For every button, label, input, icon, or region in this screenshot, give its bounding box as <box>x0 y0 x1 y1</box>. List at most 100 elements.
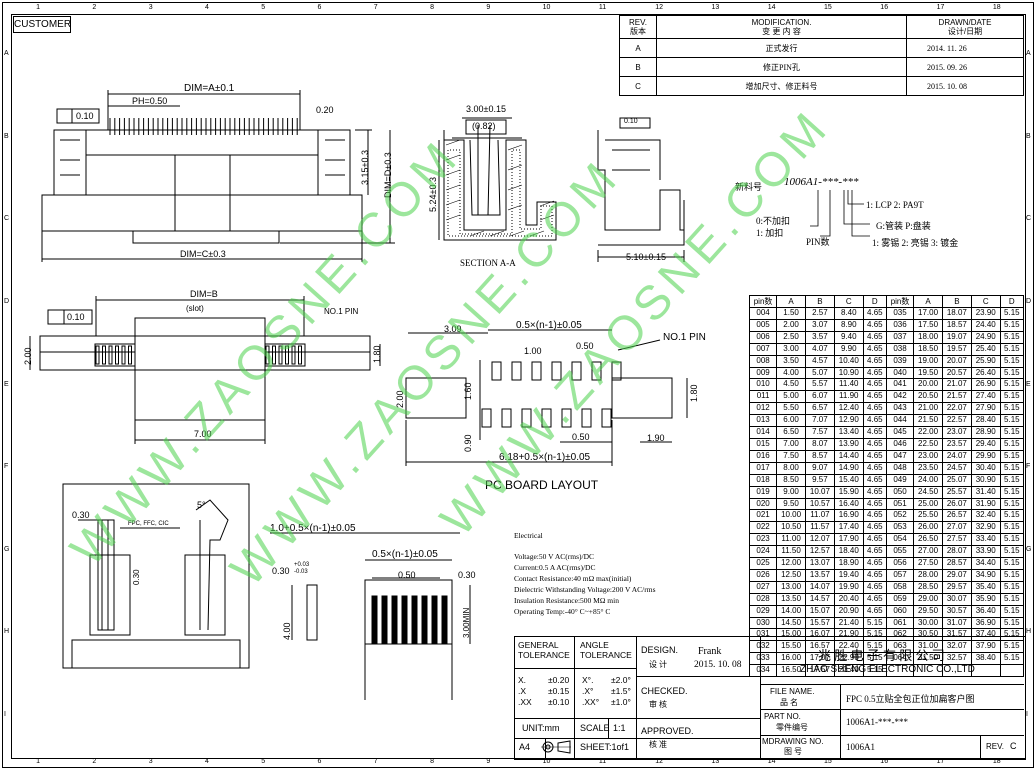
table-cell: 5.15 <box>999 533 1025 547</box>
table-cell: 34.90 <box>970 568 1001 582</box>
table-cell: 24.57 <box>941 461 972 475</box>
table-cell: 029 <box>748 604 778 618</box>
table-cell: 7.07 <box>805 414 835 428</box>
tolerance-value: ±0.20 <box>548 675 570 685</box>
dim-a: DIM=A±0.1 <box>184 83 235 94</box>
table-cell: 27.57 <box>941 533 972 547</box>
table-cell: 4.65 <box>862 307 887 320</box>
table-cell: 053 <box>885 521 915 535</box>
electrical-line: Contact Resistance:40 mΩ max(initial) <box>514 574 632 583</box>
table-cell: 5.15 <box>999 402 1025 416</box>
front-view <box>41 90 395 262</box>
table-cell: 29.00 <box>913 592 943 606</box>
table-cell <box>999 664 1025 678</box>
table-cell: 10.57 <box>805 497 835 511</box>
pcb-100: 1.00 <box>524 346 542 356</box>
table-cell: 4.65 <box>862 604 887 618</box>
table-cell: 024 <box>748 545 778 559</box>
table-cell: 6.00 <box>776 414 806 428</box>
table-cell: 36.90 <box>970 616 1001 630</box>
table-cell: 24.07 <box>941 449 972 463</box>
table-cell: 4.65 <box>862 378 887 392</box>
table-cell: 7.57 <box>805 426 835 439</box>
pin-table-header-cell: pin数 <box>748 295 778 308</box>
table-cell: 26.07 <box>941 497 972 511</box>
table-cell: 23.57 <box>941 437 972 451</box>
drawing-no: 1006A1 <box>846 742 875 752</box>
table-cell: 21.57 <box>941 390 972 404</box>
table-cell: 4.57 <box>805 354 835 368</box>
row-label: E <box>1026 380 1031 388</box>
table-cell: 24.00 <box>913 473 943 487</box>
pcb-pad <box>591 361 602 381</box>
column-label: 13 <box>711 4 720 11</box>
table-cell: 061 <box>885 616 915 630</box>
table-cell: 5.15 <box>999 366 1025 380</box>
electrical-line: Operating Temp:-40° C~+85° C <box>514 607 611 616</box>
table-cell: 5.15 <box>999 378 1025 392</box>
table-cell: 27.40 <box>970 390 1001 404</box>
table-cell: 5.15 <box>862 664 887 678</box>
column-label: 12 <box>655 758 663 765</box>
pn-option: G:管装 P:盘装 <box>876 221 931 231</box>
row-label: D <box>1026 297 1032 305</box>
angle-tolerance: ANGLE TOLERANCE <box>580 640 632 660</box>
column-label: 10 <box>542 4 551 11</box>
table-cell: 14.57 <box>805 592 835 606</box>
table-cell: 13.00 <box>776 580 806 594</box>
table-cell: 13.07 <box>805 557 835 570</box>
fpc-tol-plus: +0.03 <box>294 562 310 568</box>
table-cell: 34.40 <box>970 557 1001 570</box>
table-cell: 4.65 <box>862 592 887 606</box>
row-label: D <box>4 297 10 305</box>
table-cell: 5.15 <box>862 616 887 630</box>
table-cell: 040 <box>885 366 915 380</box>
table-cell: 5.00 <box>776 390 806 404</box>
table-cell: 056 <box>885 557 915 570</box>
table-cell: 5.15 <box>999 509 1025 523</box>
row-label: G <box>4 545 10 553</box>
table-cell: 4.65 <box>862 318 887 332</box>
table-cell: 13.40 <box>833 426 864 439</box>
table-cell: 4.65 <box>862 342 887 356</box>
pcb-pad <box>501 408 512 428</box>
table-cell: 9.40 <box>833 330 864 344</box>
pcb-190: 1.90 <box>647 433 665 443</box>
table-cell: 3.07 <box>805 318 835 332</box>
table-cell: 28.90 <box>970 426 1001 439</box>
pcb-pad <box>601 408 612 428</box>
fpc-finger <box>421 595 428 645</box>
table-cell: 4.65 <box>862 509 887 523</box>
table-cell: 034 <box>748 664 778 678</box>
table-cell: 8.07 <box>805 437 835 451</box>
table-cell: 30.57 <box>941 604 972 618</box>
contact-pin <box>291 345 296 365</box>
table-cell: 5.15 <box>999 545 1025 559</box>
table-cell: 011 <box>748 390 778 404</box>
table-cell: 004 <box>748 307 778 320</box>
table-cell: 5.15 <box>999 461 1025 475</box>
pcb-no1pin: NO.1 PIN <box>663 332 706 343</box>
table-cell: 35.90 <box>970 592 1001 606</box>
table-cell: 5.15 <box>999 473 1025 487</box>
table-cell: 32.90 <box>970 521 1001 535</box>
column-label: 11 <box>598 4 607 11</box>
table-cell: 15.07 <box>805 604 835 618</box>
table-cell: 5.07 <box>805 366 835 380</box>
approved-label: APPROVED. <box>641 726 694 736</box>
contact-pin <box>298 345 302 365</box>
column-label: 7 <box>373 4 378 11</box>
table-cell: 020 <box>748 497 778 511</box>
